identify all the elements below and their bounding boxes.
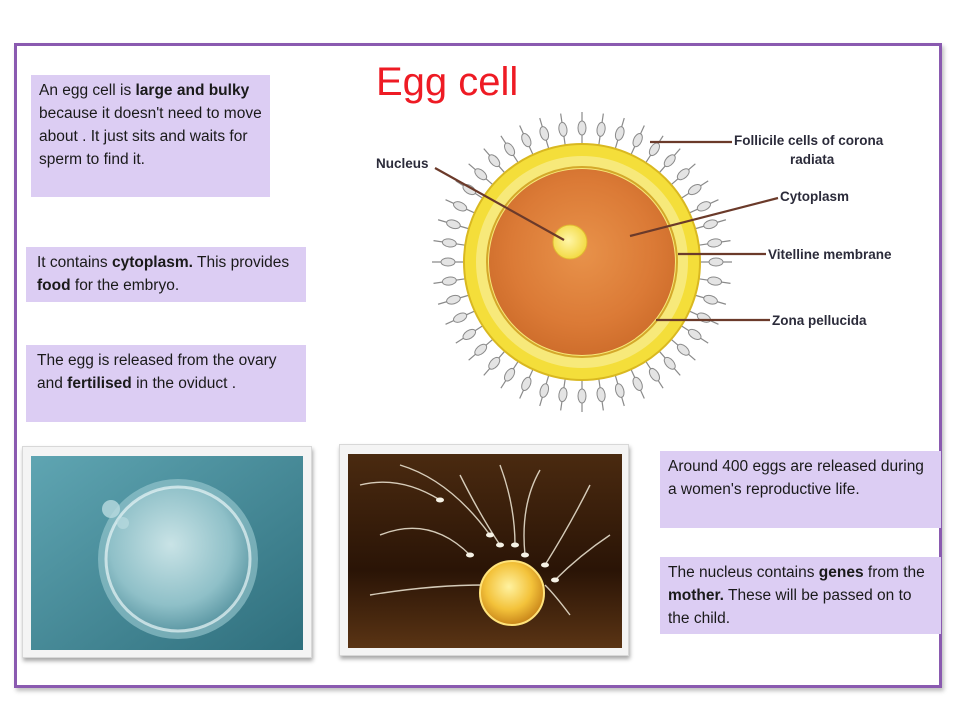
- follicle-cell: [441, 238, 457, 248]
- follicle-cell: [687, 328, 702, 341]
- vitelline-membrane: [486, 166, 678, 358]
- follicle-cell: [503, 367, 516, 382]
- info-box-eggs-count: Around 400 eggs are released during a wo…: [660, 451, 941, 528]
- follicle-cell: [663, 154, 676, 168]
- follicle-cell: [462, 328, 477, 341]
- follicle-cell: [577, 120, 587, 136]
- egg-cell-diagram: Nucleus Follicile cells of corona radiat…: [376, 112, 892, 412]
- follicle-cell: [446, 219, 461, 230]
- micrograph-egg-image: [31, 456, 303, 650]
- follicle-cell: [488, 154, 501, 168]
- bold-text: cytoplasm.: [111, 254, 193, 271]
- cytoplasm: [489, 169, 675, 355]
- follicle-cell: [703, 294, 718, 305]
- follicle-cell: [474, 168, 488, 181]
- slide-title: Egg cell: [376, 60, 519, 104]
- follicle-cell: [663, 356, 676, 370]
- label-vitelline: Vitelline membrane: [768, 247, 892, 262]
- text-run: This provides: [192, 254, 290, 271]
- follicle-cell: [648, 142, 661, 157]
- follicle-cell: [614, 126, 625, 141]
- follicle-cell: [707, 276, 723, 286]
- bold-text: genes: [818, 564, 864, 581]
- follicle-cell: [558, 121, 568, 137]
- follicle-cell: [446, 294, 461, 305]
- bold-text: mother.: [668, 587, 724, 604]
- label-follicle-2: radiata: [790, 152, 835, 167]
- follicle-cell: [687, 183, 702, 196]
- follicle-cell: [453, 201, 468, 212]
- nucleus: [552, 224, 588, 260]
- bold-text: large and bulky: [135, 82, 250, 99]
- text-run: because it doesn't need to move about . …: [39, 105, 262, 168]
- text-run: from the: [863, 564, 925, 581]
- pointer-cytoplasm: [629, 196, 779, 238]
- follicle-cell: [577, 388, 587, 404]
- info-box-cytoplasm: It contains cytoplasm. This provides foo…: [26, 247, 306, 302]
- info-box-large-bulky: An egg cell is large and bulky because i…: [31, 75, 270, 197]
- follicle-cell: [703, 219, 718, 230]
- follicle-cell: [596, 387, 606, 403]
- pointer-nucleus: [434, 167, 565, 241]
- follicle-cell: [676, 343, 690, 356]
- text-run: An egg cell is: [39, 82, 136, 99]
- text-run: It contains: [37, 254, 112, 271]
- follicle-cell: [558, 387, 568, 403]
- follicle-cell: [676, 168, 690, 181]
- info-box-released: The egg is released from the ovary and f…: [26, 345, 306, 422]
- text-run: in the oviduct .: [131, 375, 237, 392]
- text-run: The egg is released from the ovary and: [37, 352, 277, 392]
- bold-text: fertilised: [67, 375, 132, 392]
- follicle-cell: [632, 376, 643, 391]
- follicle-cell: [632, 133, 643, 148]
- follicle-cell: [521, 376, 532, 391]
- follicle-cell: [521, 133, 532, 148]
- follicle-cell: [474, 343, 488, 356]
- follicle-cell: [453, 312, 468, 323]
- follicle-cell: [539, 383, 550, 398]
- follicle-cell: [614, 383, 625, 398]
- follicle-cell: [503, 142, 516, 157]
- label-nucleus: Nucleus: [376, 156, 429, 171]
- follicle-cell: [707, 238, 723, 248]
- text-run: Around 400 eggs are released during a wo…: [668, 458, 924, 498]
- follicle-cells: [432, 112, 732, 412]
- follicle-cell: [696, 201, 711, 212]
- follicle-cell: [539, 126, 550, 141]
- label-zona: Zona pellucida: [772, 313, 867, 328]
- text-run: The nucleus contains: [668, 564, 819, 581]
- micrograph-egg-photo: [22, 446, 312, 658]
- follicle-cell: [596, 121, 606, 137]
- follicle-cell: [440, 257, 456, 267]
- label-follicle-1: Follicile cells of corona: [734, 133, 884, 148]
- label-cytoplasm: Cytoplasm: [780, 189, 849, 204]
- sperm-egg-image: [348, 454, 622, 648]
- follicle-cell: [441, 276, 457, 286]
- follicle-cell: [708, 257, 724, 267]
- follicle-cell: [648, 367, 661, 382]
- text-run: for the embryo.: [70, 277, 180, 294]
- sperm-egg-photo: [339, 444, 629, 656]
- follicle-cell: [462, 183, 477, 196]
- info-box-nucleus-genes: The nucleus contains genes from the moth…: [660, 557, 941, 634]
- bold-text: food: [37, 277, 71, 294]
- follicle-cell: [696, 312, 711, 323]
- text-run: These will be passed on to the child.: [668, 587, 912, 627]
- follicle-cell: [488, 356, 501, 370]
